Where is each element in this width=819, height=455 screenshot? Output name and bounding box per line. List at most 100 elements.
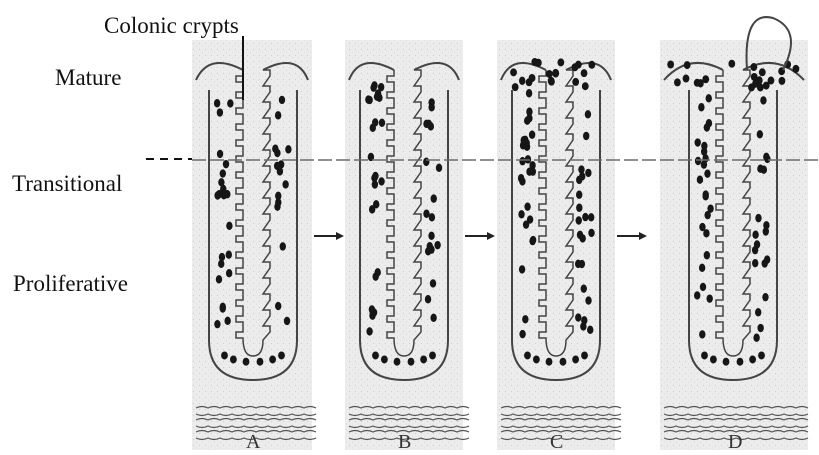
cell-nucleus	[257, 358, 264, 366]
cell-nucleus	[369, 205, 375, 213]
cell-nucleus	[546, 70, 553, 78]
crypt-panel: A	[192, 40, 316, 450]
cell-nucleus	[576, 204, 582, 212]
cell-nucleus	[425, 295, 431, 303]
cell-nucleus	[428, 103, 434, 111]
cell-nucleus	[704, 251, 710, 259]
cell-nucleus	[372, 180, 378, 188]
cell-nucleus	[227, 99, 233, 107]
cell-nucleus	[434, 241, 440, 249]
cell-nucleus	[706, 294, 712, 302]
cell-nucleus	[224, 317, 230, 325]
cell-nucleus	[214, 99, 220, 107]
cell-nucleus	[576, 216, 582, 224]
cell-nucleus	[699, 330, 705, 338]
proliferative-zone-label: Proliferative	[13, 272, 128, 295]
cell-nucleus	[700, 283, 706, 291]
cell-nucleus	[282, 180, 288, 188]
cell-nucleus	[695, 138, 701, 146]
cell-nucleus	[275, 302, 281, 310]
cell-nucleus	[365, 95, 371, 103]
cell-nucleus	[226, 251, 232, 259]
cell-nucleus	[557, 58, 564, 66]
cell-nucleus	[275, 111, 281, 119]
cell-nucleus	[588, 61, 595, 69]
cell-nucleus	[581, 351, 588, 359]
cell-nucleus	[230, 355, 237, 363]
panel-background	[497, 40, 615, 450]
cell-nucleus	[526, 89, 532, 97]
cell-nucleus	[674, 78, 681, 86]
cell-nucleus	[582, 82, 589, 90]
cell-nucleus	[760, 96, 766, 104]
cell-nucleus	[575, 260, 581, 268]
cell-nucleus	[243, 358, 250, 366]
cell-nucleus	[522, 315, 528, 323]
cell-nucleus	[763, 82, 770, 90]
cell-nucleus	[275, 198, 281, 206]
cell-nucleus	[793, 65, 800, 73]
cell-nucleus	[370, 83, 376, 91]
cell-nucleus	[366, 327, 372, 335]
cell-nucleus	[519, 330, 525, 338]
cell-nucleus	[706, 94, 712, 102]
cell-nucleus	[546, 358, 553, 366]
cell-nucleus	[588, 213, 594, 221]
cell-nucleus	[762, 259, 768, 267]
cell-nucleus	[751, 73, 758, 81]
cell-nucleus	[575, 61, 582, 69]
cell-nucleus	[529, 161, 535, 169]
cell-nucleus	[581, 284, 587, 292]
cell-nucleus	[535, 59, 542, 67]
cell-nucleus	[272, 145, 278, 153]
cell-nucleus	[378, 177, 384, 185]
cell-nucleus	[579, 172, 585, 180]
cell-nucleus	[523, 220, 529, 228]
cell-nucleus	[519, 77, 525, 85]
cell-nucleus	[217, 150, 223, 158]
cell-nucleus	[371, 308, 377, 316]
cell-nucleus	[226, 269, 232, 277]
cell-nucleus	[526, 114, 532, 122]
crypt-panel: C	[497, 40, 621, 450]
cell-nucleus	[278, 351, 285, 359]
cell-nucleus	[752, 259, 758, 267]
cell-nucleus	[520, 141, 526, 149]
cell-nucleus	[701, 160, 707, 168]
cell-nucleus	[576, 191, 582, 199]
cell-nucleus	[757, 324, 763, 332]
cell-nucleus	[698, 103, 704, 111]
cell-nucleus	[710, 355, 717, 363]
cell-nucleus	[572, 355, 579, 363]
cell-nucleus	[214, 320, 220, 328]
cell-nucleus	[572, 78, 579, 86]
cell-nucleus	[285, 145, 291, 153]
cell-nucleus	[430, 314, 436, 322]
panel-letter: B	[398, 431, 411, 450]
cell-nucleus	[431, 194, 437, 202]
cell-nucleus	[376, 94, 382, 102]
cell-nucleus	[699, 264, 705, 272]
cell-nucleus	[224, 190, 230, 198]
cell-nucleus	[723, 358, 730, 366]
arrowhead	[639, 232, 647, 240]
cell-nucleus	[408, 358, 415, 366]
cell-nucleus	[684, 61, 691, 69]
panel-background	[345, 40, 463, 450]
cell-nucleus	[218, 178, 224, 186]
cell-nucleus	[372, 172, 378, 180]
cell-nucleus	[529, 131, 535, 139]
cell-nucleus	[269, 355, 276, 363]
cell-nucleus	[695, 157, 701, 165]
cell-nucleus	[430, 279, 436, 287]
cell-nucleus	[575, 313, 581, 321]
cell-nucleus	[697, 176, 703, 184]
cell-nucleus	[752, 230, 758, 238]
panel-letter: C	[550, 431, 563, 450]
panel-letter: A	[246, 431, 261, 450]
arrowhead	[487, 232, 495, 240]
cell-nucleus	[728, 60, 735, 68]
cell-nucleus	[277, 167, 283, 175]
cell-nucleus	[223, 160, 229, 168]
